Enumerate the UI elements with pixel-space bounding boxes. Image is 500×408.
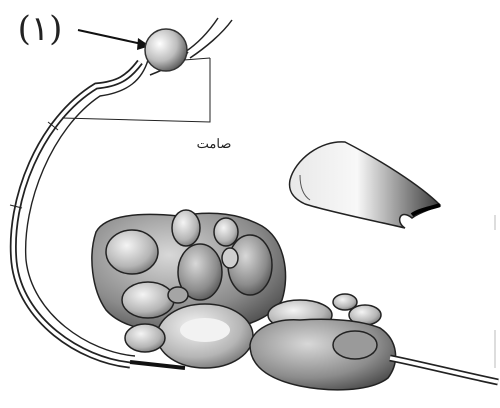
top-sphere <box>145 29 187 71</box>
detached-sac <box>290 142 440 228</box>
callout-label: صامت <box>197 137 232 152</box>
pointer-arrow <box>78 30 150 50</box>
part-number-label: (١) <box>18 9 63 49</box>
